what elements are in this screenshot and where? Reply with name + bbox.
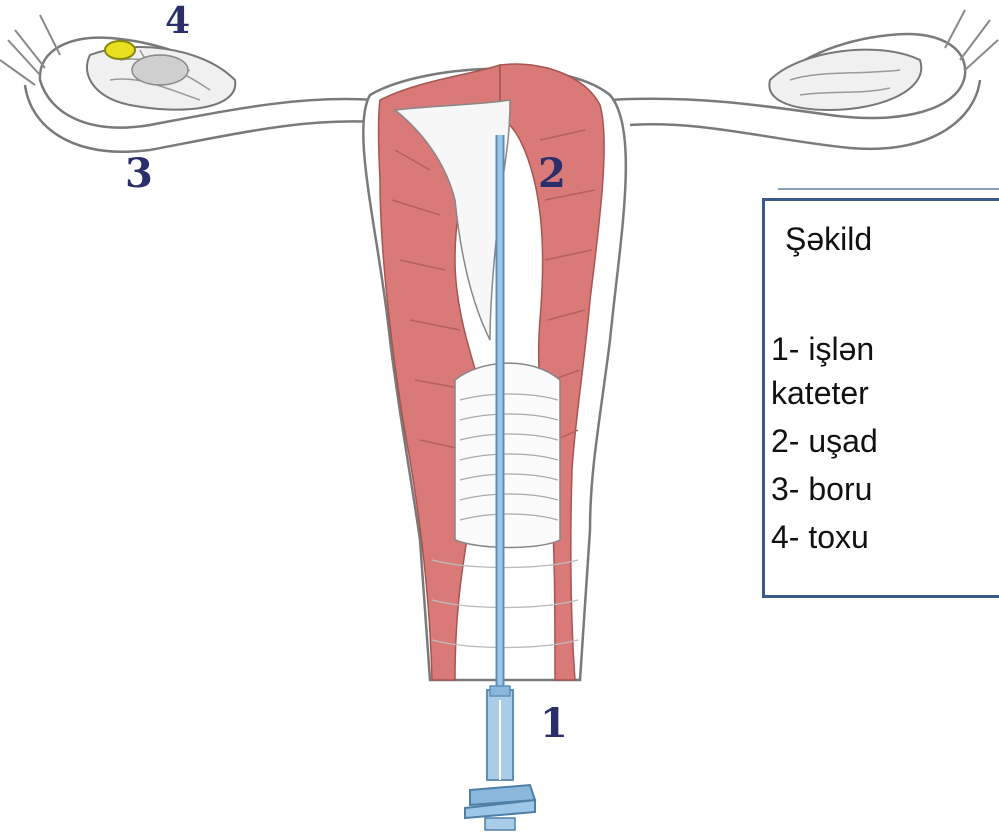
cervix	[455, 363, 560, 547]
label-tube: 3	[125, 150, 153, 197]
legend-item: kateter	[771, 373, 869, 413]
legend-box: Şəkild 1- işlən kateter 2- uşad 3- boru …	[762, 198, 999, 598]
legend-item: 1- işlən	[771, 329, 874, 369]
legend-item: 4- toxu	[771, 517, 869, 557]
label-uterus: 2	[538, 150, 566, 197]
label-ovum: 4	[165, 0, 190, 42]
legend-item: 2- uşad	[771, 421, 878, 461]
legend-title: Şəkild	[785, 219, 872, 259]
ovum-cell	[105, 41, 135, 59]
label-catheter: 1	[540, 700, 568, 747]
legend-item: 3- boru	[771, 469, 872, 509]
